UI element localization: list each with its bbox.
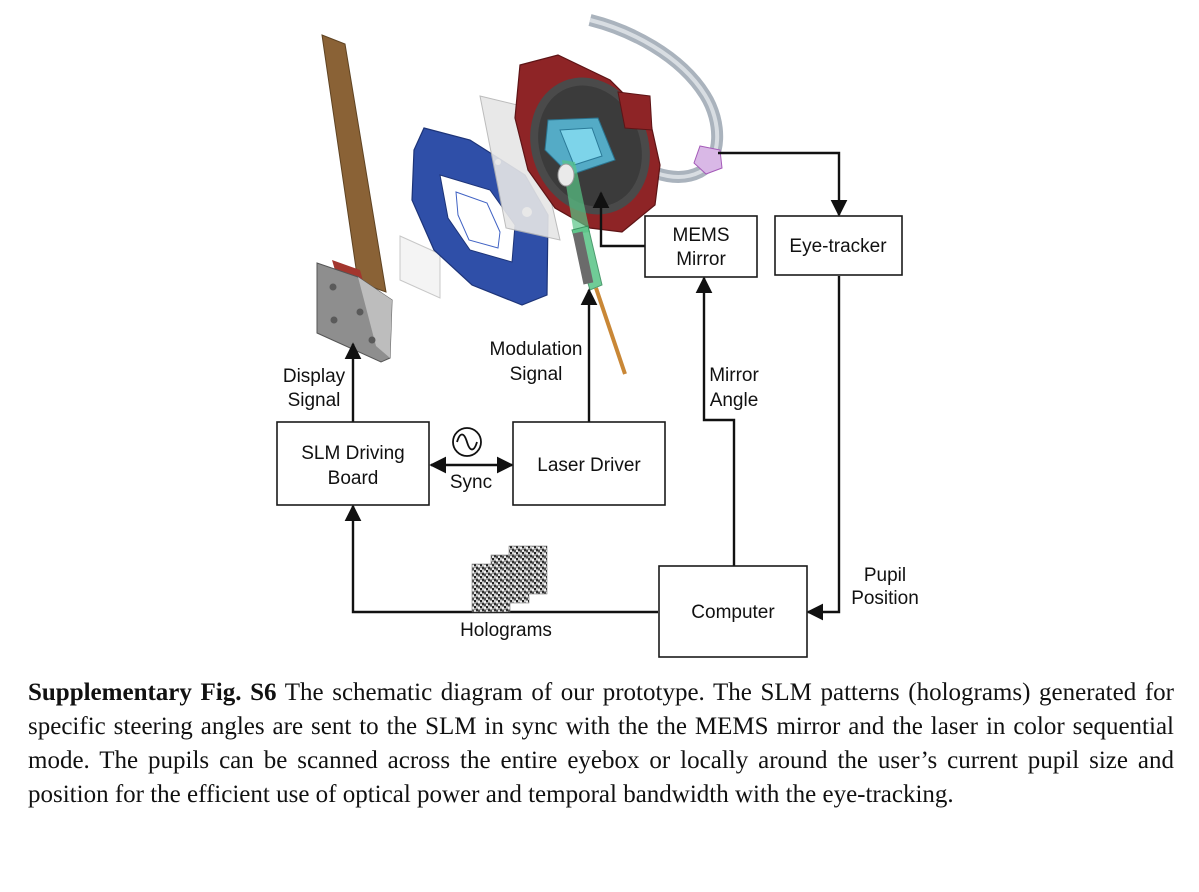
computer-label: Computer [691,602,775,623]
glass-plate [399,235,441,299]
mems-mirror-block: MEMS Mirror [644,215,758,278]
mirror-angle-label-2: Angle [710,390,759,411]
modulation-signal-label-2: Signal [510,364,563,385]
mems-label-2: Mirror [676,249,726,270]
hardware-illustration [316,14,724,375]
pupil-position-label-1: Pupil [864,565,906,586]
slm-board-label-2: Board [328,468,379,489]
modulation-signal-label-1: Modulation [490,339,583,360]
system-diagram: SLM Driving Board Laser Driver MEMS Mirr… [276,14,919,658]
figure-caption: Supplementary Fig. S6 The schematic diag… [28,676,1174,812]
mems-label-1: MEMS [673,225,730,246]
hologram-images [471,545,548,613]
slm-module [316,262,393,363]
eye-tracker-label: Eye-tracker [789,236,887,257]
holograms-label: Holograms [460,620,552,641]
slm-board-label-1: SLM Driving [301,443,404,464]
signal-wires [344,151,848,621]
mirror-angle-label-1: Mirror [709,365,759,386]
sync-label: Sync [450,472,492,493]
pupil-position-label-2: Position [851,588,919,609]
eye-tracker-block: Eye-tracker [774,215,903,276]
laser-driver-label: Laser Driver [537,455,641,476]
caption-label: Supplementary Fig. S6 [28,679,277,706]
display-signal-label-1: Display [283,366,346,387]
laser-fiber [594,287,627,375]
flex-cable [321,34,387,293]
laser-driver-block: Laser Driver [512,421,666,506]
green-beam [557,160,603,291]
beamsplitter [479,95,561,241]
display-signal-label-2: Signal [288,390,341,411]
sync-sine-icon [452,427,482,457]
caption-text: The schematic diagram of our prototype. … [28,679,1174,808]
slm-driving-board-block: SLM Driving Board [276,421,430,506]
computer-block: Computer [658,565,808,658]
